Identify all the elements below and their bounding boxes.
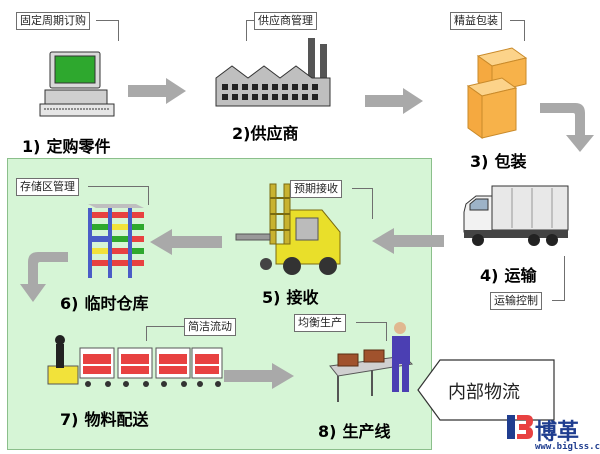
callout-transport-control: 运输控制 [490, 292, 542, 310]
arrow-2-to-3 [365, 88, 423, 114]
callout-expected-receiving: 预期接收 [290, 180, 342, 198]
internal-logistics-area [7, 158, 432, 450]
callout-storage-management: 存储区管理 [16, 178, 79, 196]
callout-leader [552, 256, 565, 301]
callout-leader [246, 20, 255, 41]
callout-simple-flow: 简洁流动 [184, 318, 236, 336]
factory-icon [215, 38, 331, 107]
internal-logistics-label: 内部物流 [448, 382, 520, 403]
callout-leader [356, 322, 387, 341]
arrow-6-to-7 [20, 252, 68, 302]
step-1-label: 1)定购零件 [22, 137, 111, 156]
internal-logistics-tag-shape [417, 359, 555, 421]
callout-lean-packaging: 精益包装 [450, 12, 502, 30]
step-3-label: 3)包装 [470, 152, 527, 171]
logo-mark-icon [507, 415, 533, 439]
logo-name: 博革 [535, 420, 580, 445]
callout-level-production: 均衡生产 [294, 314, 346, 332]
callout-supplier-management: 供应商管理 [254, 12, 317, 30]
brand-logo: 博革 www.biglss.com [505, 413, 600, 454]
arrow-1-to-2 [128, 78, 186, 104]
step-6-label: 6)临时仓库 [60, 294, 149, 313]
arrow-5-to-6 [150, 229, 222, 255]
callout-leader [146, 326, 185, 341]
arrow-4-to-5 [372, 228, 444, 254]
package-boxes-icon [466, 47, 528, 139]
computer-icon [39, 51, 115, 117]
callout-leader [88, 186, 149, 205]
delivery-train-icon [47, 335, 223, 387]
production-line-icon [329, 322, 414, 402]
storage-rack-icon [88, 204, 144, 278]
step-4-label: 4)运输 [480, 266, 537, 285]
callout-leader [352, 188, 373, 219]
callout-leader [510, 20, 525, 41]
step-8-label: 8)生产线 [318, 422, 391, 441]
arrow-7-to-8 [224, 363, 294, 389]
step-2-label: 2)供应商 [232, 124, 299, 143]
callout-leader [96, 20, 119, 41]
logo-url: www.biglss.com [535, 442, 600, 452]
truck-icon [463, 185, 569, 246]
step-5-label: 5)接收 [262, 288, 319, 307]
forklift-icon [235, 183, 341, 275]
step-7-label: 7)物料配送 [60, 410, 149, 429]
arrow-3-to-4 [540, 103, 594, 152]
callout-fixed-period-ordering: 固定周期订购 [16, 12, 90, 30]
